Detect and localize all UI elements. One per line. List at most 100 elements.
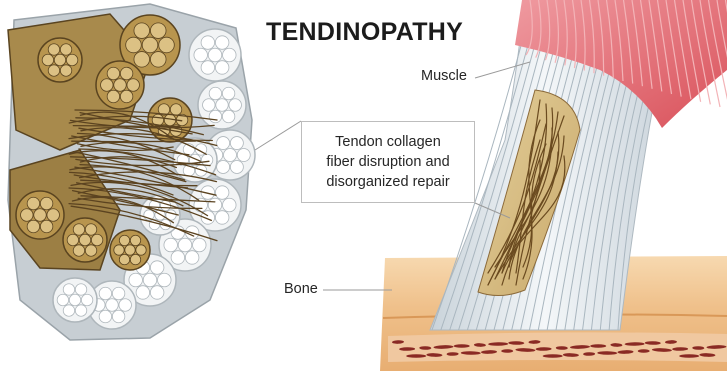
white-fascicle-1-fibril-6 bbox=[222, 110, 234, 122]
tendon-cross-section bbox=[8, 4, 255, 340]
marrow-spot-7 bbox=[454, 344, 470, 348]
marrow-spot-32 bbox=[679, 354, 699, 358]
white-fascicle-1-fibril-1 bbox=[203, 99, 215, 111]
white-fascicle-7-fibril-0 bbox=[69, 294, 80, 305]
brown-fascicle-2-fibril-0 bbox=[54, 54, 65, 65]
white-fascicle-1-fibril-4 bbox=[222, 87, 234, 99]
brown-fascicle-0-fibril-1 bbox=[126, 37, 142, 53]
white-fascicle-6-fibril-5 bbox=[99, 310, 111, 322]
white-fascicle-0-fibril-2 bbox=[223, 48, 237, 62]
marrow-spot-17 bbox=[543, 354, 563, 358]
white-fascicle-1-fibril-2 bbox=[229, 99, 241, 111]
white-fascicle-0 bbox=[189, 29, 241, 81]
white-fascicle-7-fibril-1 bbox=[57, 294, 68, 305]
white-fascicle-8-fibril-2 bbox=[201, 154, 212, 165]
brown-fascicle-4-fibril-3 bbox=[73, 224, 84, 235]
brown-fascicle-2-fibril-4 bbox=[60, 44, 71, 55]
white-fascicle-3-fibril-6 bbox=[215, 211, 229, 225]
white-fascicle-2-fibril-4 bbox=[230, 137, 243, 150]
brown-fascicle-5-fibril-6 bbox=[130, 254, 140, 264]
brown-fascicle-4 bbox=[63, 218, 107, 262]
bone-label: Bone bbox=[284, 281, 318, 297]
marrow-spot-12 bbox=[501, 349, 513, 353]
brown-fascicle-1-fibril-4 bbox=[120, 67, 132, 79]
white-fascicle-7-fibril-5 bbox=[63, 305, 74, 316]
white-fascicle-2-fibril-0 bbox=[224, 149, 237, 162]
brown-fascicle-3-fibril-5 bbox=[27, 220, 39, 232]
white-fascicle-6-fibril-6 bbox=[112, 310, 124, 322]
brown-fascicle-0-fibril-5 bbox=[134, 52, 150, 68]
marrow-spot-22 bbox=[590, 344, 606, 348]
white-fascicle-2-fibril-5 bbox=[217, 160, 230, 173]
callout-text: Tendon collagen fiber disruption and dis… bbox=[326, 132, 449, 192]
brown-fascicle-0-fibril-0 bbox=[142, 37, 158, 53]
brown-fascicle-4-fibril-0 bbox=[79, 234, 90, 245]
white-fascicle-5-fibril-5 bbox=[136, 286, 150, 300]
callout-box: Tendon collagen fiber disruption and dis… bbox=[301, 121, 475, 203]
white-fascicle-5-fibril-0 bbox=[143, 273, 157, 287]
brown-fascicle-1-fibril-3 bbox=[107, 67, 119, 79]
white-fascicle-1 bbox=[198, 81, 246, 129]
brown-fascicle-5-fibril-3 bbox=[119, 235, 129, 245]
white-fascicle-5-fibril-6 bbox=[150, 286, 164, 300]
white-fascicle-4-fibril-1 bbox=[164, 238, 178, 252]
brown-fascicle-4-fibril-4 bbox=[85, 224, 96, 235]
white-fascicle-6-fibril-4 bbox=[112, 287, 124, 299]
brown-fascicle-2-fibril-1 bbox=[42, 54, 53, 65]
white-fascicle-7-fibril-3 bbox=[63, 284, 74, 295]
white-fascicle-7-fibril-6 bbox=[75, 305, 86, 316]
brown-fascicle-4-fibril-2 bbox=[91, 234, 102, 245]
white-fascicle-2-fibril-3 bbox=[217, 137, 230, 150]
white-fascicle-0-fibril-3 bbox=[201, 36, 215, 50]
brown-fascicle-2-fibril-2 bbox=[66, 54, 77, 65]
brown-fascicle-3-fibril-1 bbox=[21, 209, 33, 221]
brown-fascicle-5-fibril-4 bbox=[130, 235, 140, 245]
muscle-label: Muscle bbox=[421, 68, 467, 84]
brown-fascicle-3-fibril-6 bbox=[40, 220, 52, 232]
white-fascicle-6-fibril-2 bbox=[119, 299, 131, 311]
white-fascicle-0-fibril-5 bbox=[201, 61, 215, 75]
white-fascicle-0-fibril-0 bbox=[208, 48, 222, 62]
brown-fascicle-5-fibril-2 bbox=[136, 245, 146, 255]
white-fascicle-6-fibril-3 bbox=[99, 287, 111, 299]
brown-fascicle-0-fibril-4 bbox=[150, 23, 166, 39]
brown-fascicle-1-fibril-2 bbox=[127, 79, 139, 91]
white-fascicle-1-fibril-5 bbox=[209, 110, 221, 122]
brown-fascicle-4-fibril-6 bbox=[85, 245, 96, 256]
brown-fascicle-0-fibril-2 bbox=[159, 37, 175, 53]
brown-fascicle-3-fibril-0 bbox=[34, 209, 46, 221]
white-fascicle-3-fibril-0 bbox=[208, 198, 222, 212]
white-fascicle-5-fibril-2 bbox=[158, 273, 172, 287]
white-fascicle-8 bbox=[173, 138, 217, 182]
white-fascicle-1-fibril-0 bbox=[216, 99, 228, 111]
frayed-fiber-12 bbox=[72, 141, 196, 142]
white-fascicle-6-fibril-0 bbox=[106, 299, 118, 311]
marrow-spot-27 bbox=[638, 349, 650, 353]
brown-fascicle-1-fibril-0 bbox=[114, 79, 126, 91]
brown-fascicle-4-fibril-1 bbox=[67, 234, 78, 245]
white-fascicle-0-fibril-4 bbox=[215, 36, 229, 50]
white-fascicle-0-fibril-6 bbox=[215, 61, 229, 75]
brown-fascicle-2 bbox=[38, 38, 82, 82]
brown-fascicle-0-fibril-3 bbox=[134, 23, 150, 39]
brown-fascicle-5-fibril-5 bbox=[119, 254, 129, 264]
brown-fascicle-3-fibril-4 bbox=[40, 197, 52, 209]
brown-fascicle-4-fibril-5 bbox=[73, 245, 84, 256]
page-title: TENDINOPATHY bbox=[266, 18, 463, 47]
marrow-spot-2 bbox=[406, 354, 426, 358]
brown-fascicle-2-fibril-5 bbox=[48, 65, 59, 76]
brown-fascicle-3 bbox=[16, 191, 64, 239]
brown-fascicle-3-fibril-2 bbox=[47, 209, 59, 221]
brown-fascicle-1 bbox=[96, 61, 144, 109]
white-fascicle-4-fibril-5 bbox=[171, 251, 185, 265]
brown-fascicle-5 bbox=[110, 230, 150, 270]
white-fascicle-7-fibril-4 bbox=[75, 284, 86, 295]
white-fascicle-7 bbox=[53, 278, 97, 322]
white-fascicle-0-fibril-1 bbox=[194, 48, 208, 62]
white-fascicle-3-fibril-2 bbox=[223, 198, 237, 212]
brown-fascicle-3-fibril-3 bbox=[27, 197, 39, 209]
brown-fascicle-1-fibril-5 bbox=[107, 90, 119, 102]
brown-fascicle-6-fibril-4 bbox=[170, 104, 181, 115]
white-fascicle-3-fibril-4 bbox=[215, 186, 229, 200]
white-fascicle-5-fibril-4 bbox=[150, 261, 164, 275]
